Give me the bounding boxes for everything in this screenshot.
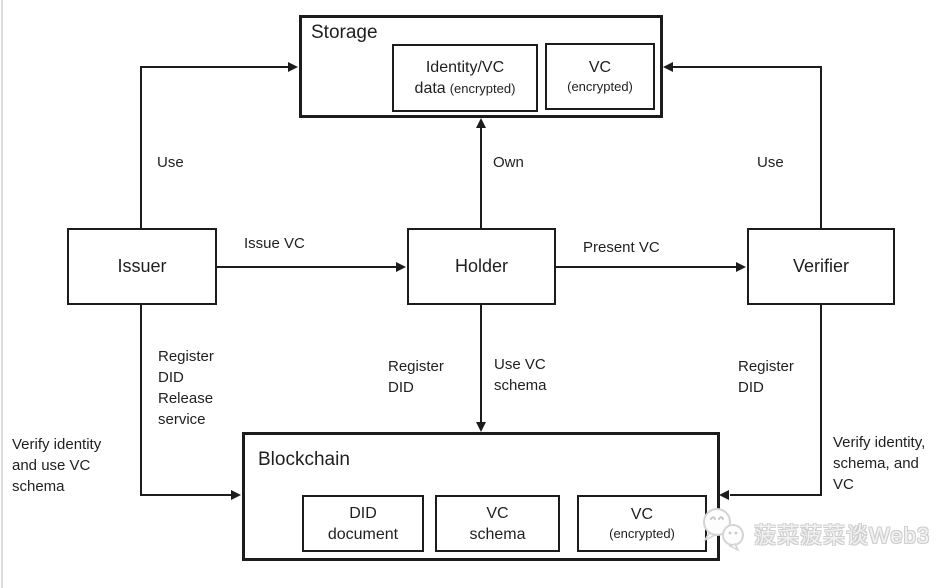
page-left-divider bbox=[1, 0, 3, 588]
holder-blockchain-right-label: Use VC schema bbox=[494, 356, 547, 394]
blockchain-vc-box: VC (encrypted) bbox=[577, 495, 707, 552]
issuer-to-blockchain-line-horizontal bbox=[140, 494, 233, 496]
issuer-blockchain-right-label: Register DID Release service bbox=[158, 348, 214, 428]
identity-vc-line2: data(encrypted) bbox=[415, 78, 516, 99]
issuer-blockchain-left-label: Verify identity and use VC schema bbox=[12, 436, 102, 495]
verifier-box: Verifier bbox=[747, 228, 895, 305]
storage-vc-box: VC (encrypted) bbox=[545, 43, 655, 110]
verifier-to-blockchain-line-vertical bbox=[820, 305, 822, 496]
arrow-right-icon bbox=[396, 262, 406, 272]
vc-schema-line2: schema bbox=[469, 525, 526, 543]
verifier-storage-edge-label: Use bbox=[757, 154, 784, 171]
identity-vc-data-box: Identity/VC data(encrypted) bbox=[392, 44, 538, 112]
issuer-label: Issuer bbox=[117, 256, 167, 276]
issuer-to-storage-line-vertical bbox=[140, 66, 142, 228]
issue-vc-edge-label: Issue VC bbox=[244, 235, 305, 252]
blockchain-vc-encrypted-note: (encrypted) bbox=[609, 526, 675, 541]
did-document-box: DID document bbox=[302, 495, 424, 552]
holder-blockchain-left-label: Register DID bbox=[388, 358, 444, 396]
issuer-to-holder-line bbox=[217, 266, 398, 268]
verifier-to-storage-line-vertical bbox=[820, 66, 822, 228]
holder-label: Holder bbox=[454, 256, 509, 276]
arrow-right-icon bbox=[288, 62, 298, 72]
holder-box: Holder bbox=[407, 228, 556, 305]
issuer-to-storage-line-horizontal bbox=[140, 66, 290, 68]
arrow-right-icon bbox=[736, 262, 746, 272]
arrow-left-icon bbox=[663, 62, 673, 72]
verifier-blockchain-right-label: Verify identity, schema, and VC bbox=[833, 434, 926, 493]
did-document-line2: document bbox=[327, 525, 399, 543]
storage-box: Storage Identity/VC data(encrypted) VC (… bbox=[299, 15, 663, 118]
present-vc-edge-label: Present VC bbox=[583, 239, 660, 256]
holder-storage-edge-label: Own bbox=[493, 154, 524, 171]
did-document-line1: DID bbox=[349, 504, 377, 522]
verifier-to-blockchain-line-horizontal bbox=[730, 494, 822, 496]
identity-vc-encrypted-note: (encrypted) bbox=[449, 81, 516, 96]
wechat-bubbles-icon bbox=[703, 508, 744, 552]
storage-vc-line1: VC bbox=[588, 59, 612, 76]
verifier-label: Verifier bbox=[792, 256, 850, 276]
issuer-box: Issuer bbox=[67, 228, 217, 305]
arrow-left-icon bbox=[719, 490, 729, 500]
watermark: 菠菜菠菜谈Web3 bbox=[700, 505, 930, 555]
storage-title: Storage bbox=[311, 22, 378, 43]
issuer-to-blockchain-line-vertical bbox=[140, 305, 142, 496]
arrow-up-icon bbox=[476, 118, 486, 128]
holder-to-storage-line-vertical bbox=[480, 127, 482, 228]
arrow-down-icon bbox=[476, 422, 486, 432]
blockchain-title: Blockchain bbox=[258, 449, 350, 470]
verifier-to-storage-line-horizontal bbox=[673, 66, 822, 68]
vc-schema-line1: VC bbox=[486, 504, 509, 522]
holder-to-blockchain-line-vertical bbox=[480, 305, 482, 423]
blockchain-vc-line1: VC bbox=[630, 506, 654, 523]
issuer-storage-edge-label: Use bbox=[157, 154, 184, 171]
holder-to-verifier-line bbox=[556, 266, 738, 268]
watermark-text: 菠菜菠菜谈Web3 bbox=[754, 523, 931, 548]
blockchain-box: Blockchain DID document VC schema VC (en… bbox=[242, 432, 720, 561]
identity-vc-line1: Identity/VC bbox=[425, 59, 505, 76]
storage-vc-encrypted-note: (encrypted) bbox=[567, 79, 633, 94]
vc-schema-box: VC schema bbox=[435, 495, 560, 552]
verifier-blockchain-left-label: Register DID bbox=[738, 358, 794, 396]
identity-vc-line2-main: data bbox=[414, 80, 446, 97]
arrow-right-icon bbox=[231, 490, 241, 500]
